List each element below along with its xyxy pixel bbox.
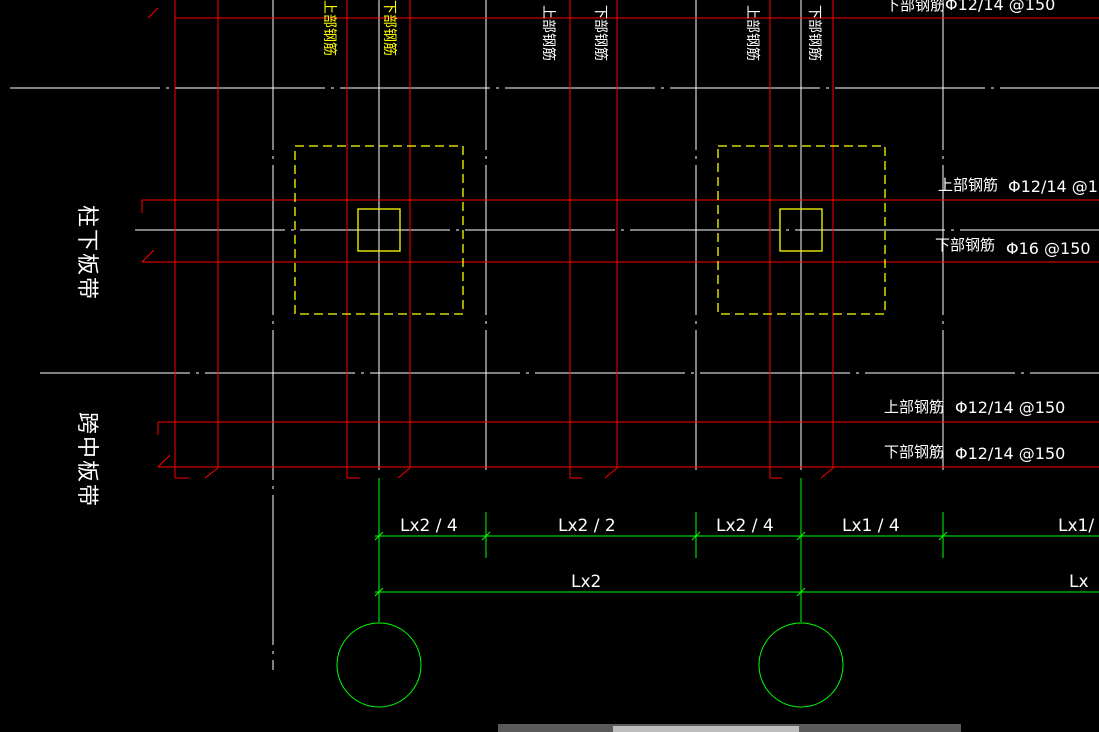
- vertical-label: 下部钢筋: [592, 5, 609, 61]
- dimension-tick: [796, 531, 806, 541]
- dimension-label: Lx2 / 2: [558, 516, 616, 536]
- vertical-label: 下部钢筋: [806, 5, 823, 61]
- axis-lines-solid: [378, 0, 802, 470]
- horizontal-scrollbar[interactable]: [498, 724, 961, 732]
- middle-strip-top-label: 上部钢筋: [884, 398, 944, 416]
- dimension-label: Lx: [1069, 572, 1089, 592]
- rebar-hook: [147, 7, 159, 19]
- dimension-tick: [374, 587, 384, 597]
- middle-strip-label: 跨中板带: [74, 412, 99, 508]
- scrollbar-thumb[interactable]: [613, 726, 799, 732]
- column-capital-left: [294, 145, 464, 315]
- dimension-lines: [336, 478, 1099, 708]
- dimension-label: Lx1 / 4: [842, 516, 900, 536]
- rebar-hook: [157, 454, 171, 468]
- dimension-label: Lx2 / 4: [400, 516, 458, 536]
- axis-bubble-left: [336, 622, 422, 708]
- middle-strip-bottom-spec: Φ12/14 @150: [955, 444, 1065, 463]
- vertical-label: 上部钢筋: [744, 5, 761, 61]
- column-strip-bottom-label: 下部钢筋: [935, 236, 995, 254]
- column-strip-label: 柱下板带: [74, 205, 99, 301]
- column-strip-bottom-spec: Φ16 @150: [1006, 239, 1091, 258]
- vertical-label: 上部钢筋: [540, 5, 557, 61]
- vertical-label: 上部钢筋: [321, 0, 338, 56]
- column-left: [357, 208, 401, 252]
- dimension-tick: [796, 587, 806, 597]
- vertical-labels: 上部钢筋 下部钢筋 上部钢筋 下部钢筋 上部钢筋 下部钢筋: [321, 0, 823, 61]
- top-rebar-spec: Φ12/14 @150: [945, 0, 1055, 14]
- dimension-tick: [938, 531, 948, 541]
- column-strip-top-spec: Φ12/14 @150: [1008, 177, 1099, 196]
- rebar-hook: [397, 467, 411, 479]
- rebar-hook: [204, 467, 219, 479]
- axis-bubble-right: [758, 622, 844, 708]
- column-right: [779, 208, 823, 252]
- rebar-lines: [141, 0, 1099, 479]
- dimension-label: Lx1/: [1058, 516, 1094, 536]
- middle-strip-top-spec: Φ12/14 @150: [955, 398, 1065, 417]
- columns: [294, 145, 886, 315]
- dimension-tick: [481, 531, 491, 541]
- dimension-label: Lx2 / 4: [716, 516, 774, 536]
- vertical-label: 下部钢筋: [381, 0, 398, 56]
- rebar-hook: [604, 467, 618, 479]
- dimension-tick: [374, 531, 384, 541]
- column-strip-top-label: 上部钢筋: [938, 176, 998, 194]
- dimension-labels: Lx2 / 4 Lx2 / 2 Lx2 / 4 Lx1 / 4 Lx1/ Lx2…: [400, 516, 1094, 592]
- rebar-hook: [820, 467, 834, 479]
- axis-lines: [10, 0, 1099, 670]
- dimension-label: Lx2: [571, 572, 601, 592]
- middle-strip-bottom-label: 下部钢筋: [884, 443, 944, 461]
- dimension-tick: [691, 531, 701, 541]
- top-rebar-label: 下部钢筋: [885, 0, 945, 14]
- rebar-hook: [141, 249, 155, 263]
